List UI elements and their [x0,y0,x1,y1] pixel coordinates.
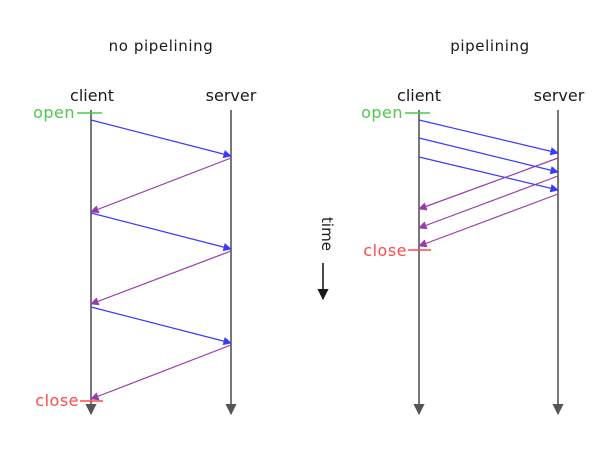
left-response-arrow-2 [90,250,232,306]
left-open-label: open [33,103,75,122]
left-response-arrow-1 [90,157,232,214]
pipelining-title: pipelining [450,37,529,55]
right-open-label: open [361,103,403,122]
left-client-label: client [70,86,114,105]
left-request-arrow-3 [90,306,232,346]
right-client-label: client [397,86,441,105]
right-response-arrow-2 [418,175,559,230]
right-close-label: close [363,241,407,260]
left-request-arrow-2 [90,212,232,252]
left-request-arrow-1 [90,119,232,159]
right-request-arrow-3 [418,156,559,193]
time-axis: time [317,217,336,301]
right-response-arrow-1 [418,157,559,211]
right-request-arrow-1 [418,119,559,156]
right-response-arrow-3 [418,193,559,248]
right-server-label: server [534,86,585,105]
no-pipelining-panel: no pipelining client server open close [33,37,257,416]
left-close-label: close [35,391,79,410]
no-pipelining-title: no pipelining [109,37,214,55]
left-server-label: server [206,86,257,105]
right-request-arrow-2 [418,137,559,175]
pipelining-panel: pipelining client server open close [361,37,585,416]
left-response-arrow-3 [90,344,232,401]
time-label: time [318,217,336,251]
